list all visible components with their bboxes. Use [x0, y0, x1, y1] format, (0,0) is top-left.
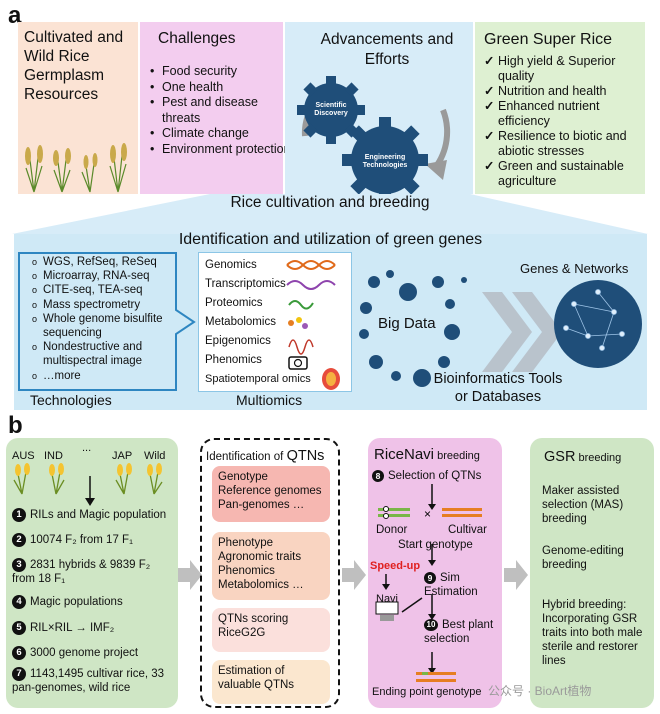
gear-scientific-label: Scientific Discovery [314, 102, 348, 117]
mas-breeding-text: Maker assisted selection (MAS) breeding [542, 485, 624, 525]
green-super-rice-box: Green Super Rice High yield & Superior q… [475, 22, 645, 194]
omics-icons [286, 260, 340, 390]
advancements-box: Advancements and Efforts Scientific Disc… [285, 22, 473, 194]
omics-item: Spatiotemporal omics [205, 373, 311, 385]
qtn-title: Identification of QTNs [206, 448, 325, 464]
omics-item: Metabolomics [205, 316, 276, 328]
navi-label: Navi [376, 593, 399, 605]
technology-item: Microarray, RNA-seq [32, 269, 193, 283]
gear-engineering-label: Engineering Technologies [362, 154, 408, 169]
svg-text:×: × [424, 507, 431, 521]
multiomics-box: Genomics Transcriptomics Proteomics Meta… [198, 252, 352, 392]
gsr-breeding-panel: GSR breeding Maker assisted selection (M… [530, 438, 654, 708]
bioinformatics-label: Bioinformatics Tools or Databases [433, 371, 563, 405]
variety-label: AUS [12, 450, 35, 462]
dna-icon [286, 260, 336, 270]
technology-item: Whole genome bisulfite sequencing [32, 312, 193, 340]
metabolite-icon [288, 320, 294, 326]
variety-label: IND [44, 450, 63, 462]
watermark: 公众号 · BioArt植物 [488, 684, 592, 698]
genotype-box: Genotype Reference genomes Pan-genomes … [212, 466, 330, 522]
omics-item: Epigenomics [205, 335, 271, 347]
cultivar-label: Cultivar [448, 524, 487, 536]
donor-label: Donor [376, 524, 408, 536]
genome-editing-text: Genome-editing breeding [542, 545, 624, 571]
challenges-list: Food security One health Pest and diseas… [148, 64, 292, 157]
end-genotype-label: Ending point genotype [372, 686, 482, 698]
flow-arrow [178, 560, 202, 590]
genes-networks-label: Genes & Networks [520, 261, 629, 276]
omics-item: Transcriptomics [205, 278, 286, 290]
technologies-label: Technologies [30, 392, 112, 408]
multiomics-label: Multiomics [236, 392, 303, 408]
identification-title: Identification and utilization of green … [178, 231, 483, 248]
panel-b-label: b [8, 412, 23, 439]
protein-icon [288, 300, 314, 310]
technology-item: CITE-seq, TEA-seq [32, 283, 193, 297]
ricenavi-flow: × [375, 484, 482, 682]
cultivation-label: Rice cultivation and breeding [230, 194, 430, 211]
germplasm-resources-title: Cultivated and Wild Rice Germplasm Resou… [24, 29, 124, 103]
advancements-title: Advancements and Efforts [320, 31, 454, 68]
variety-label: ... [82, 442, 92, 454]
funnel-shape [12, 194, 648, 234]
qtn-scoring-box: QTNs scoring RiceG2G [212, 608, 330, 652]
speed-up-label: Speed-up [370, 560, 421, 572]
gsr-benefit-item: Green and sustainable agriculture [484, 159, 650, 189]
flow-arrow [504, 560, 528, 590]
omics-item: Phenomics [205, 354, 262, 366]
challenges-title: Challenges [158, 30, 236, 47]
big-data-illustration [359, 270, 642, 387]
challenge-item: Pest and disease threats [150, 95, 292, 126]
variety-plants-illustration [13, 463, 163, 506]
flow-arrow [342, 560, 366, 590]
rice-plants-illustration [25, 143, 127, 193]
gears-illustration [297, 76, 451, 194]
variety-label: JAP [112, 450, 133, 462]
challenges-box: Challenges Food security One health Pest… [140, 22, 291, 194]
challenge-item: Environment protection [150, 142, 292, 158]
gsr-benefits-list: High yield & Superior quality Nutrition … [484, 54, 650, 189]
hybrid-breeding-text: Hybrid breeding: Incorporating GSR trait… [542, 599, 643, 667]
gsr-benefit-item: Resilience to biotic and abiotic stresse… [484, 129, 650, 159]
epigenomics-icon [288, 339, 314, 355]
gsr-benefit-item: Nutrition and health [484, 84, 650, 99]
variety-label: Wild [144, 450, 166, 462]
big-data-label: Big Data [378, 315, 436, 332]
omics-item: Proteomics [205, 297, 263, 309]
ricenavi-title: RiceNavi breeding [374, 446, 480, 463]
green-super-rice-title: Green Super Rice [484, 31, 613, 48]
technologies-list: WGS, RefSeq, ReSeq Microarray, RNA-seq C… [30, 255, 193, 383]
challenge-item: Food security [150, 64, 292, 80]
technology-item: Mass spectrometry [32, 298, 193, 312]
technology-item: …more [32, 369, 193, 383]
camera-icon [288, 356, 308, 370]
start-genotype-label: Start genotype [398, 539, 473, 551]
challenge-item: Climate change [150, 126, 292, 142]
omics-item: Genomics [205, 259, 257, 271]
technology-item: WGS, RefSeq, ReSeq [32, 255, 193, 269]
gsr-breeding-title: GSR breeding [544, 449, 622, 465]
qtn-identification-panel: Identification of QTNs Genotype Referenc… [200, 438, 340, 708]
technology-item: Nondestructive and multispectral image [32, 340, 193, 368]
qtn-estimation-box: Estimation of valuable QTNs [212, 660, 330, 704]
phenotype-box: Phenotype Agronomic traits Phenomics Met… [212, 532, 330, 600]
gsr-benefit-item: Enhanced nutrient efficiency [484, 99, 650, 129]
gsr-benefit-item: High yield & Superior quality [484, 54, 650, 84]
rna-icon [286, 280, 336, 290]
challenge-item: One health [150, 80, 292, 96]
germplasm-resources-box: Cultivated and Wild Rice Germplasm Resou… [18, 22, 138, 194]
